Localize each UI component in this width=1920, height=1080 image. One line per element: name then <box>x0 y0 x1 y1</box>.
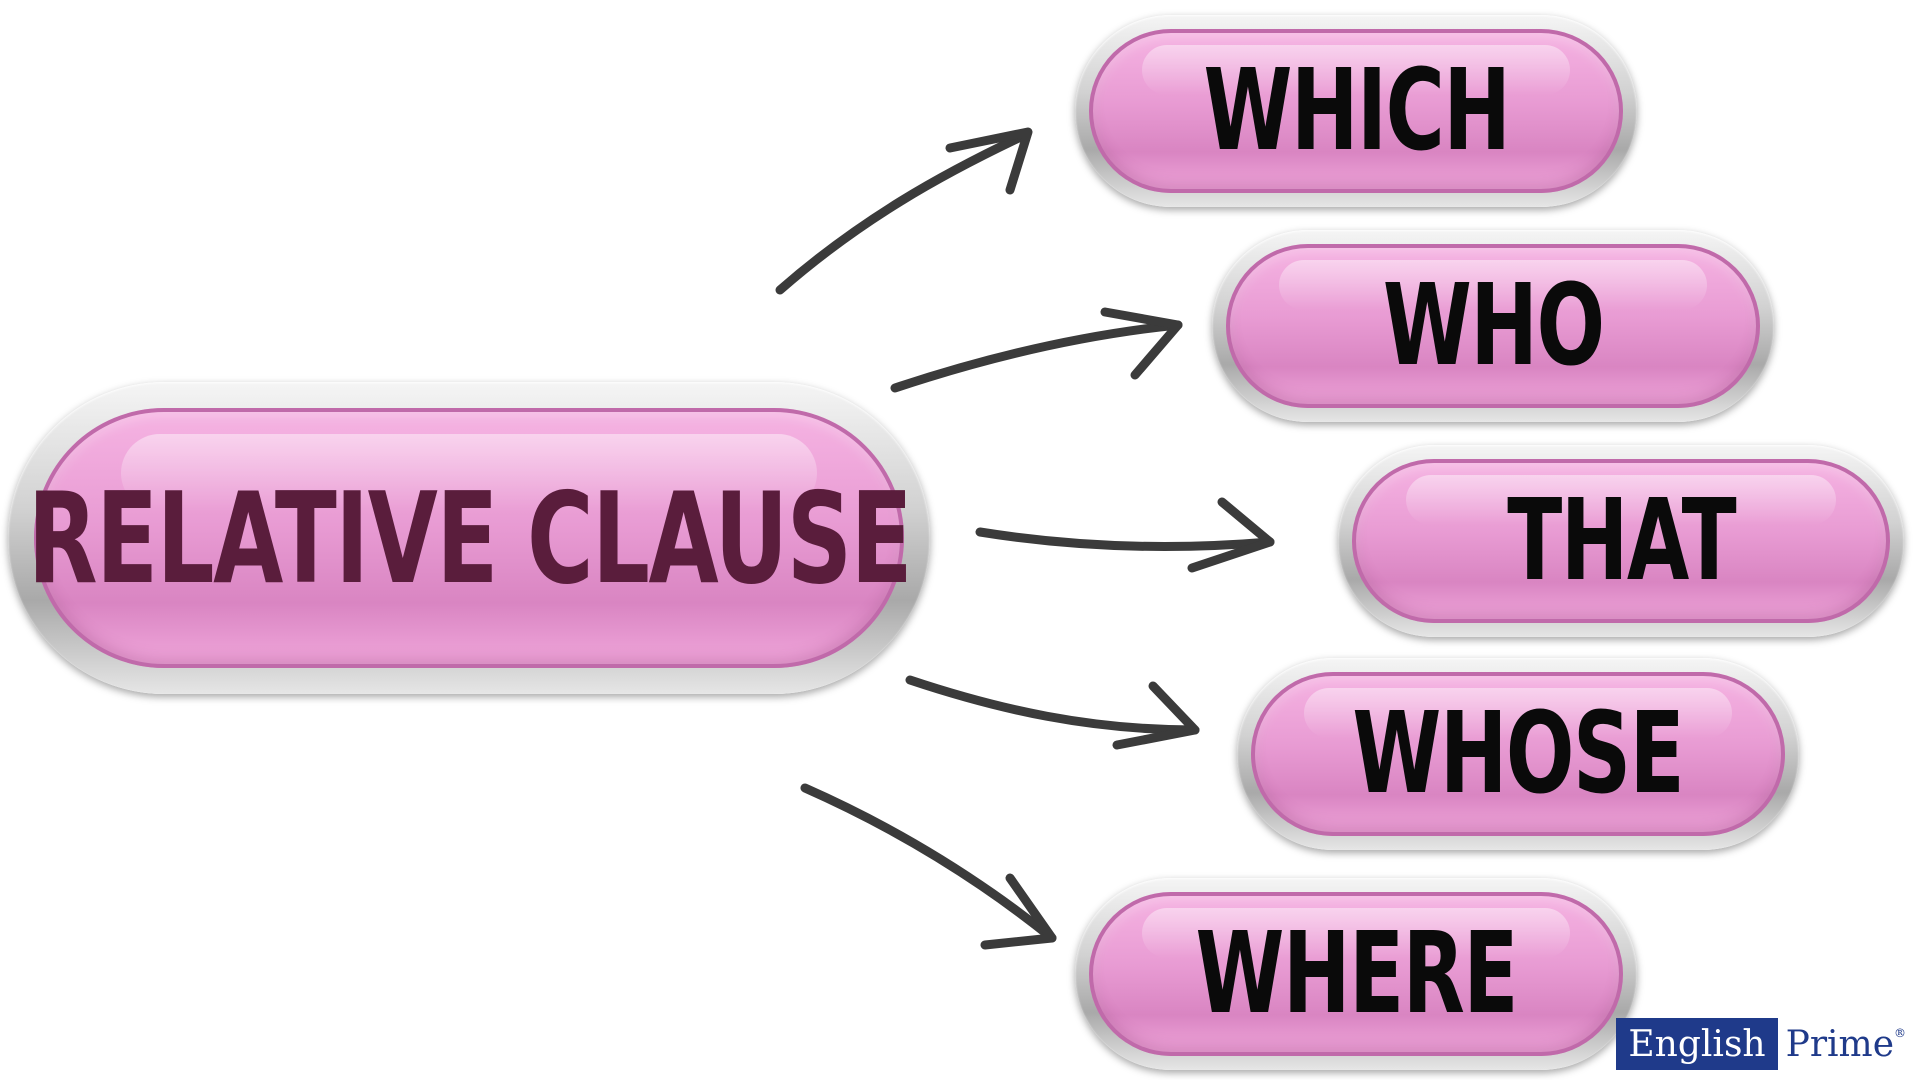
who-label: WHO <box>1382 261 1605 391</box>
arrow-to-which <box>775 127 1033 295</box>
whose-node-face: WHOSE <box>1251 672 1785 836</box>
relative-clause-label: RELATIVE CLAUSE <box>27 464 912 612</box>
logo-english-text: English <box>1616 1018 1778 1070</box>
who-node: WHO <box>1212 230 1774 422</box>
where-label: WHERE <box>1195 909 1518 1039</box>
arrow-to-who <box>890 307 1183 393</box>
who-node-face: WHO <box>1226 244 1760 408</box>
english-prime-logo: English Prime ® <box>1616 1018 1912 1070</box>
which-node-face: WHICH <box>1089 29 1623 193</box>
arrow-to-where <box>800 783 1057 950</box>
where-node-face: WHERE <box>1089 892 1623 1056</box>
whose-label: WHOSE <box>1352 689 1685 819</box>
that-node: THAT <box>1338 445 1904 637</box>
that-label: THAT <box>1507 476 1736 606</box>
which-node: WHICH <box>1075 15 1637 207</box>
relative-clause-node-face: RELATIVE CLAUSE <box>27 408 912 668</box>
relative-clause-node: RELATIVE CLAUSE <box>8 382 930 694</box>
logo-prime-word: Prime <box>1785 1023 1894 1065</box>
arrow-to-that <box>975 497 1275 573</box>
that-node-face: THAT <box>1352 459 1890 623</box>
logo-prime-text: Prime ® <box>1777 1018 1912 1070</box>
whose-node: WHOSE <box>1237 658 1799 850</box>
which-label: WHICH <box>1203 46 1510 176</box>
arrow-to-whose <box>905 675 1200 750</box>
where-node: WHERE <box>1075 878 1637 1070</box>
registered-mark: ® <box>1894 1026 1906 1040</box>
